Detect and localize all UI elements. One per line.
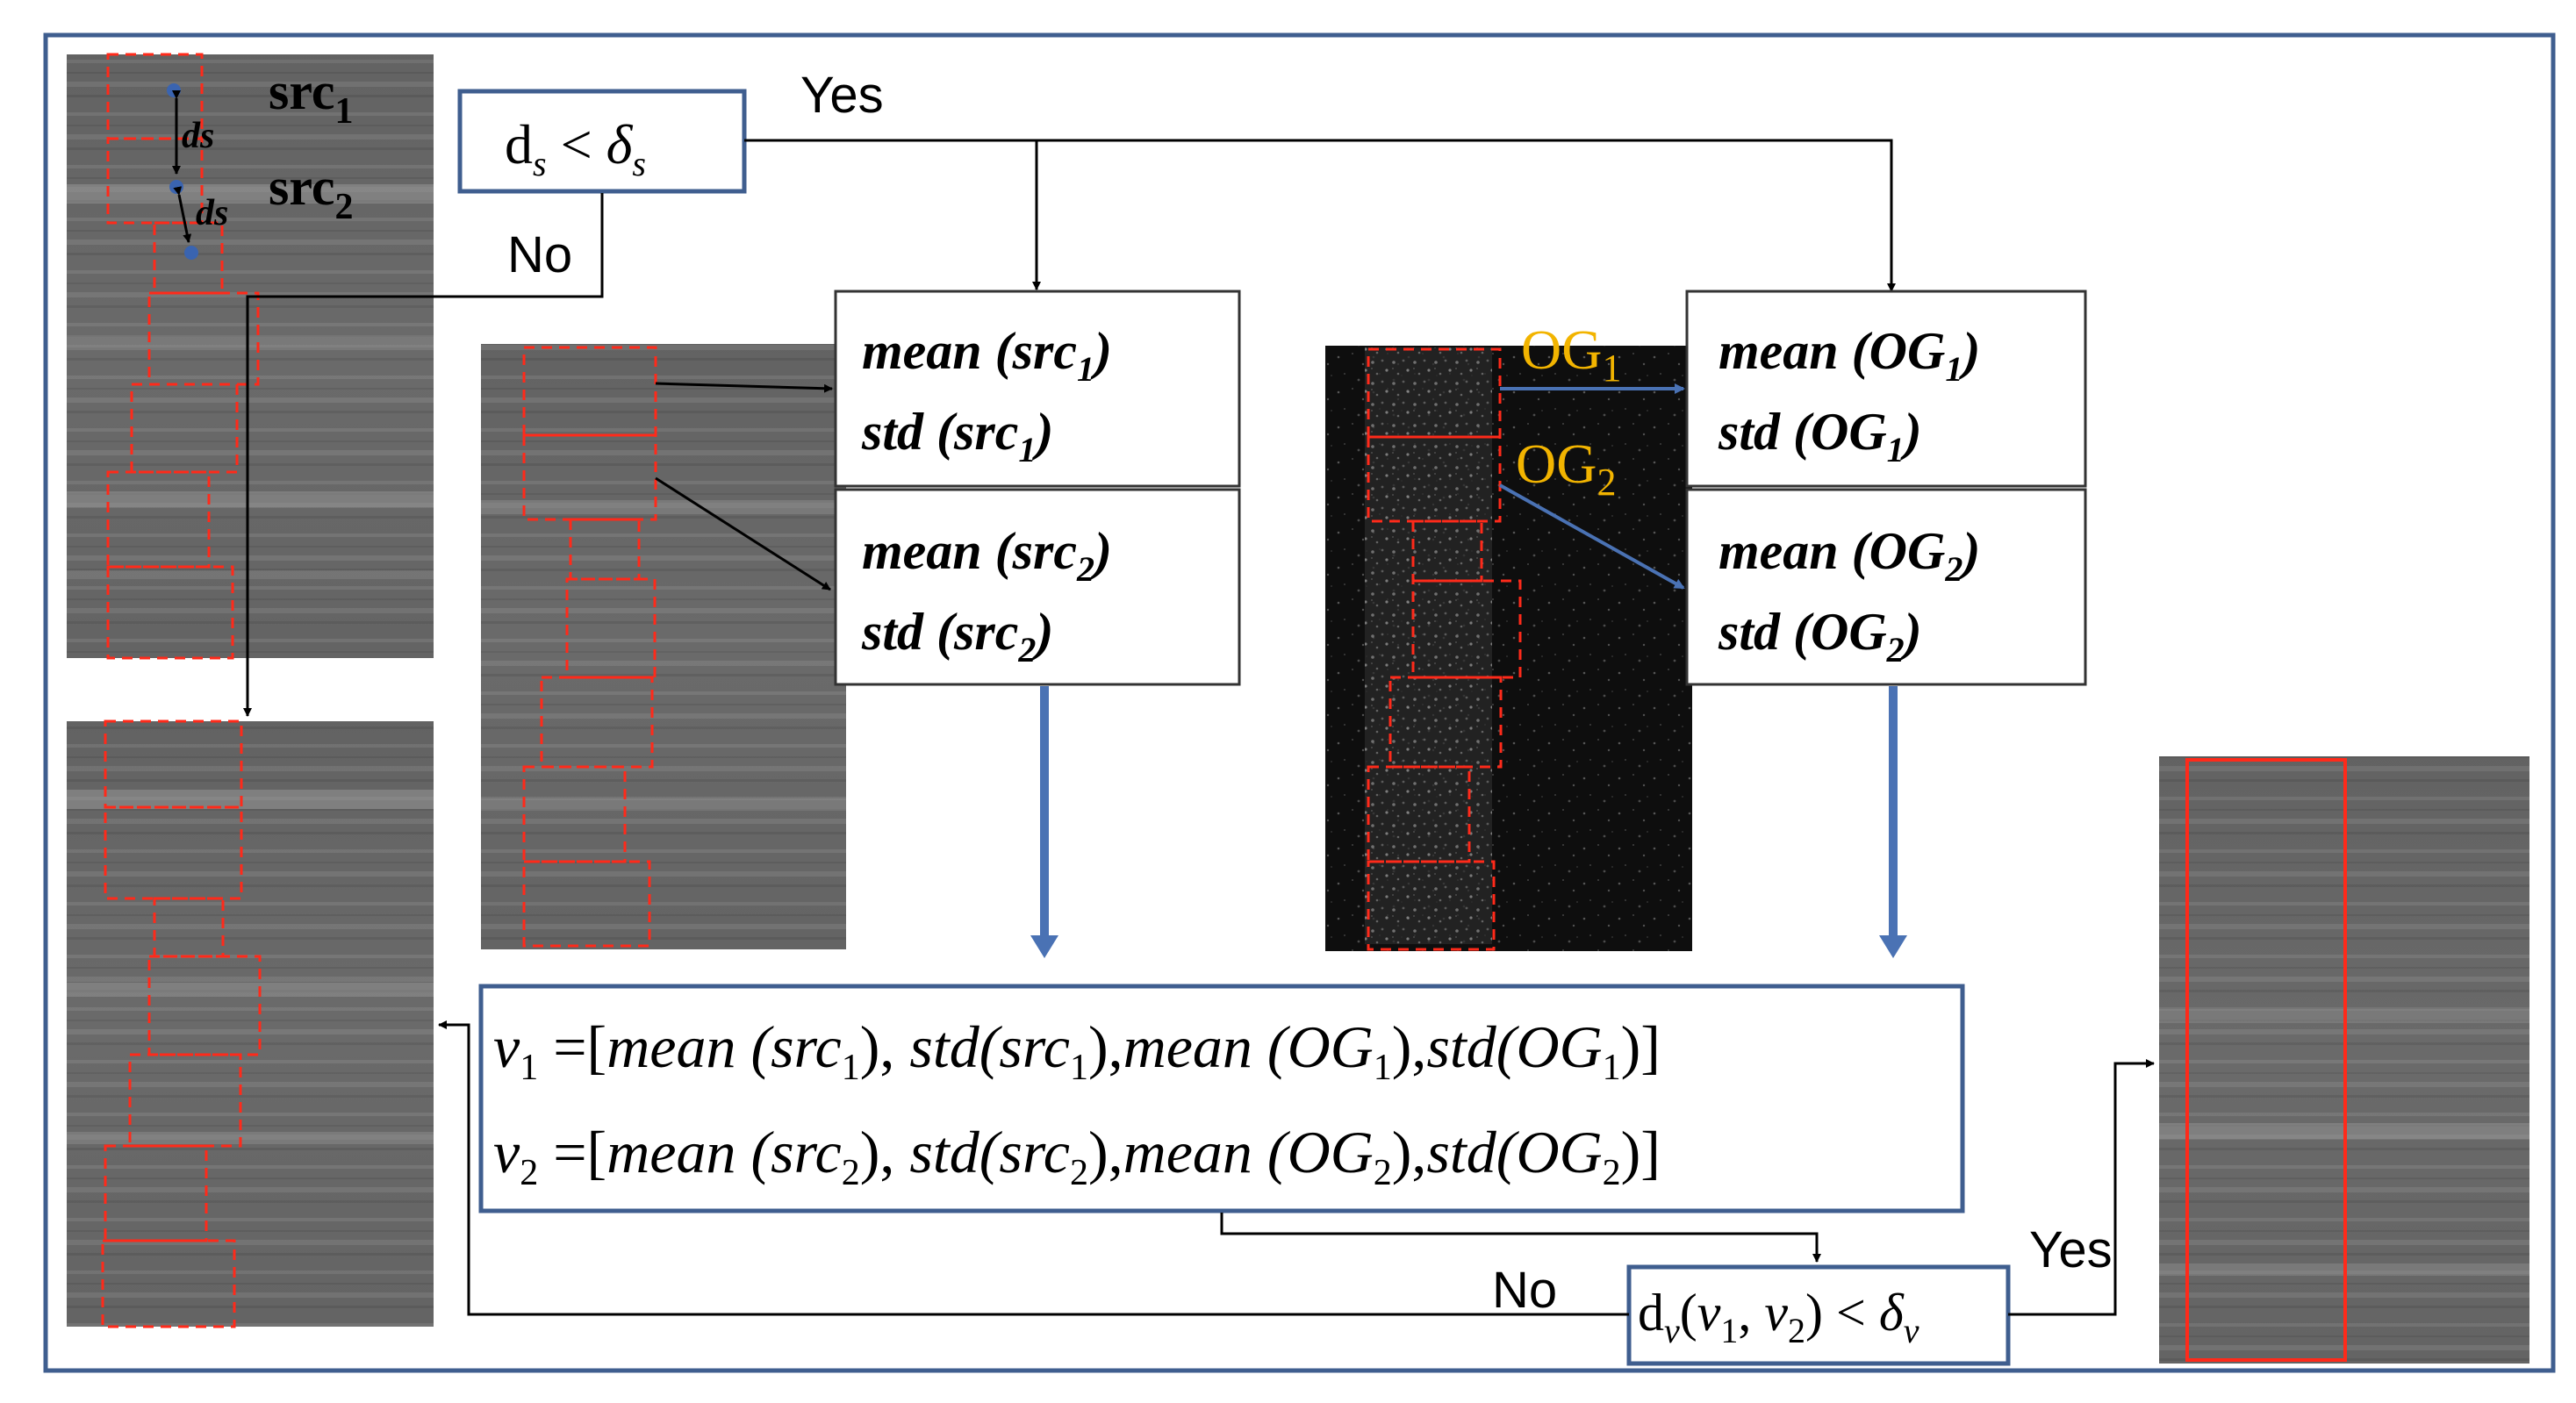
svg-text:std (OG2): std (OG2) <box>1718 603 1922 669</box>
vector-v2: v2 =[mean (src2), std(src2),mean (OG2),s… <box>493 1119 1661 1193</box>
svg-text:std (OG1): std (OG1) <box>1718 403 1922 469</box>
cond2-yes-label: Yes <box>2029 1221 2113 1278</box>
og1-label: OG1 <box>1521 319 1621 390</box>
svg-text:mean (src2): mean (src2) <box>862 522 1112 589</box>
src2-label: src2 <box>269 158 354 227</box>
feature-down-arrows <box>1040 686 1898 939</box>
image-bottom-right <box>2159 756 2529 1364</box>
svg-text:std (src1): std (src1) <box>861 403 1053 469</box>
svg-text:mean (OG1): mean (OG1) <box>1719 322 1980 389</box>
og-region-arrows <box>1499 383 1685 590</box>
svg-text:std (src2): std (src2) <box>861 603 1053 669</box>
svg-text:mean (OG2): mean (OG2) <box>1719 522 1980 589</box>
og-box-2: mean (OG2) std (OG2) <box>1685 488 2087 686</box>
src-region-arrows <box>655 382 833 591</box>
condition-box-dv <box>1626 1264 2011 1366</box>
cond2-no-label: No <box>1492 1262 1557 1319</box>
cond1-connectors <box>243 139 1896 717</box>
image-top-left <box>67 53 434 660</box>
condition-text-dv: dv(v1, v2) < δv <box>1638 1284 1919 1350</box>
cond1-no-label: No <box>507 226 572 283</box>
ds-label-top: ds <box>182 116 214 156</box>
image-bottom-left <box>67 719 434 1328</box>
image-middle-left <box>481 344 846 949</box>
image-orientation-gradient <box>1325 346 1692 951</box>
og-box-1: mean (OG1) std (OG1) <box>1685 290 2087 488</box>
cond2-connectors <box>438 1020 2155 1316</box>
outer-frame <box>43 32 2556 1373</box>
cond1-yes-label: Yes <box>800 67 884 124</box>
src-box-1: mean (src1) std (src1) <box>834 290 1241 488</box>
og2-label: OG2 <box>1516 433 1616 504</box>
src1-label: src1 <box>269 62 354 132</box>
vector-v1: v1 =[mean (src1), std(src1),mean (OG1),s… <box>493 1013 1661 1088</box>
ds-label-bottom: ds <box>196 193 228 233</box>
svg-text:mean (src1): mean (src1) <box>862 322 1112 389</box>
vector-box <box>478 984 1965 1213</box>
src-box-2: mean (src2) std (src2) <box>834 488 1241 686</box>
condition-text-ds: ds < δs <box>505 113 646 183</box>
